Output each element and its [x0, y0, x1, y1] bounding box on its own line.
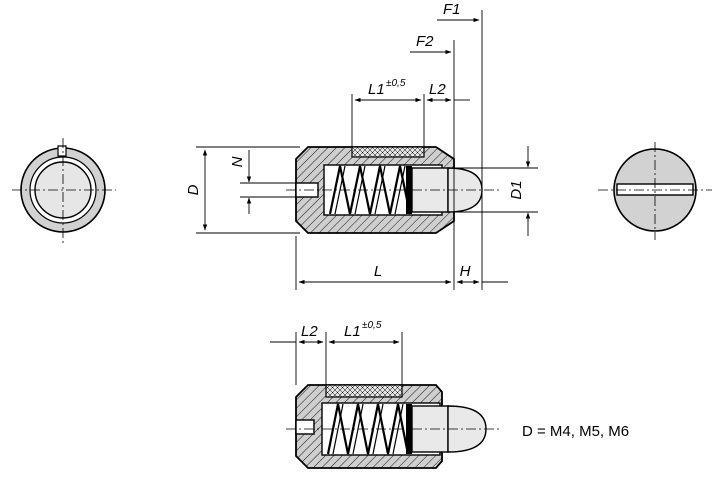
main-section-view — [286, 146, 500, 234]
dim-D1-label: D1 — [508, 180, 525, 199]
dim-L2-top-label: L2 — [429, 81, 446, 98]
left-end-view — [12, 138, 116, 246]
bottom-section-view — [286, 384, 500, 469]
variant-note: D = M4, M5, M6 — [522, 423, 629, 440]
dim-D-label: D — [185, 184, 202, 195]
dim-H-label: H — [460, 263, 471, 280]
dim-L1-bottom-tolerance: ±0,5 — [362, 320, 382, 331]
dim-F1-label: F1 — [443, 1, 461, 18]
right-end-view — [598, 142, 712, 240]
dim-F2-label: F2 — [416, 33, 434, 50]
dim-L1-bottom-label: L1 — [344, 323, 361, 340]
dim-L-label: L — [374, 263, 382, 280]
left-end-slot — [57, 145, 67, 157]
bottom-slot — [295, 419, 315, 435]
dim-L1-top-label: L1 — [368, 81, 385, 98]
main-dimensions: D N D1 L H L1 ±0,5 L2 — [185, 1, 538, 290]
dim-L2-bottom-label: L2 — [301, 323, 318, 340]
main-lock-band — [351, 146, 425, 158]
bottom-dimensions: L2 L1 ±0,5 — [270, 320, 403, 385]
dim-N-label: N — [229, 156, 246, 167]
dim-L1-top-tolerance: ±0,5 — [386, 78, 406, 89]
bottom-lock-band — [325, 384, 403, 398]
